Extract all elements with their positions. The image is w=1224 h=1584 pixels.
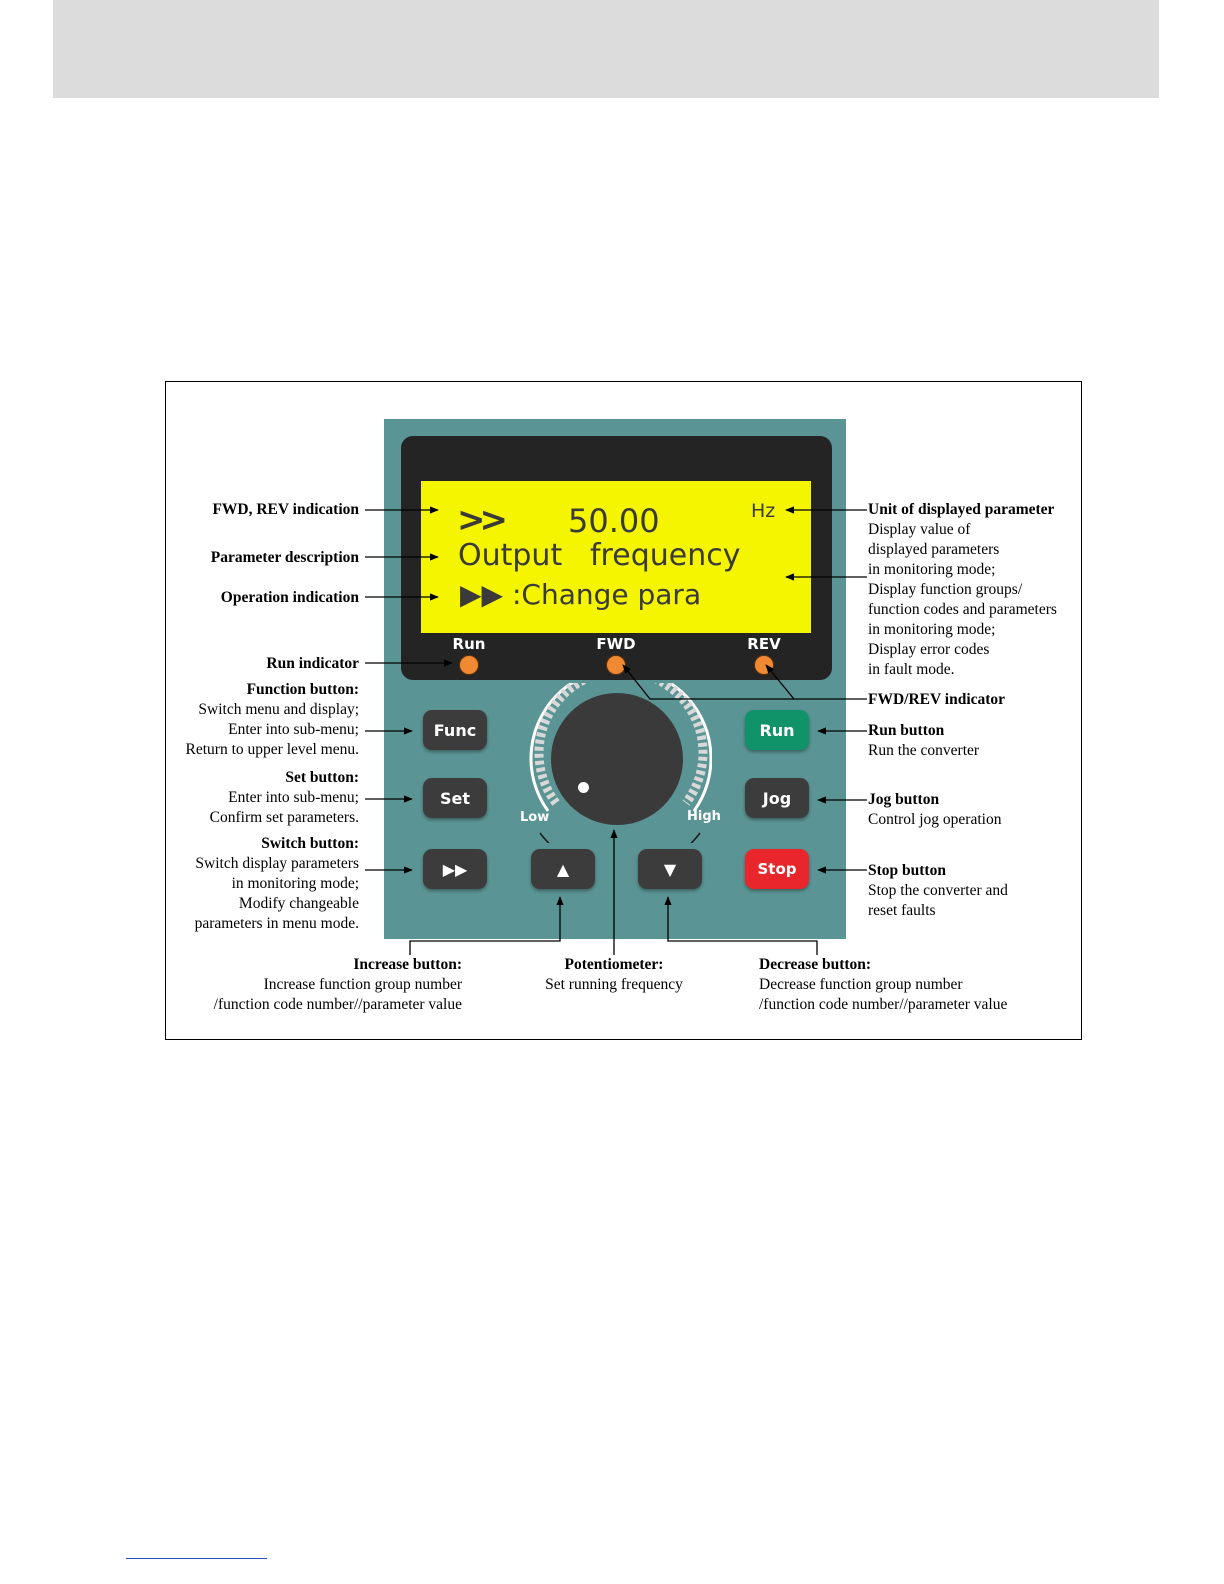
unit-title: Unit of displayed parameter: [868, 501, 1055, 518]
switch-button[interactable]: ▶▶: [423, 849, 487, 889]
fwd-indicator-label: FWD: [596, 635, 636, 653]
figure-frame: [165, 381, 1082, 1040]
lcd-operation: ▶▶ :Change para: [460, 578, 702, 611]
function-button-line: Return to upper level menu.: [185, 741, 359, 758]
function-button-annotation: Function button: Switch menu and display…: [186, 680, 359, 760]
function-button-line: Switch menu and display;: [198, 701, 359, 718]
decrease-line: Decrease function group number: [759, 976, 963, 993]
set-button-annotation: Set button: Enter into sub-menu; Confirm…: [210, 768, 359, 828]
func-button[interactable]: Func: [423, 710, 487, 750]
footer-rule: [126, 1558, 267, 1559]
run-button-annotation: Run button Run the converter: [868, 721, 979, 761]
switch-button-line: Modify changeable: [238, 895, 359, 912]
display-line: displayed parameters: [868, 541, 1000, 558]
lcd-unit: Hz: [751, 500, 776, 522]
jog-button-annotation: Jog button Control jog operation: [868, 790, 1001, 830]
page-header-band: [53, 0, 1159, 98]
set-button-title: Set button:: [285, 769, 359, 786]
stop-button-annotation: Stop button Stop the converter and reset…: [868, 861, 1008, 921]
potentiometer-low-label: Low: [520, 810, 550, 825]
jog-button-title: Jog button: [868, 791, 940, 808]
stop-button[interactable]: Stop: [745, 849, 809, 889]
run-indicator-led: [459, 655, 479, 675]
function-button-line: Enter into sub-menu;: [228, 721, 359, 738]
stop-button-line: Stop the converter and: [868, 882, 1008, 899]
potentiometer-desc: Set running frequency: [545, 976, 683, 993]
increase-button[interactable]: ▲: [531, 849, 595, 889]
label-parameter-description: Parameter description: [210, 549, 359, 566]
run-button-desc: Run the converter: [868, 742, 980, 759]
decrease-button[interactable]: ▼: [638, 849, 702, 889]
jog-button[interactable]: Jog: [745, 778, 809, 818]
set-button[interactable]: Set: [423, 778, 487, 818]
increase-line: Increase function group number: [263, 976, 462, 993]
display-line: in monitoring mode;: [868, 561, 996, 578]
run-indicator-label: Run: [452, 635, 486, 653]
rev-indicator-label: REV: [747, 635, 781, 653]
decrease-title: Decrease button:: [759, 956, 872, 973]
display-line: in monitoring mode;: [868, 621, 996, 638]
display-line: function codes and parameters: [868, 601, 1057, 618]
lcd-screen: [421, 481, 811, 633]
increase-button-annotation: Increase button: Increase function group…: [214, 955, 462, 1015]
knob-indicator-dot: [578, 782, 589, 793]
potentiometer-scale: [529, 683, 712, 843]
stop-button-title: Stop button: [868, 862, 946, 879]
run-button[interactable]: Run: [745, 710, 809, 750]
potentiometer-title: Potentiometer:: [564, 956, 664, 973]
switch-button-line: Switch display parameters: [195, 855, 359, 872]
increase-line: /function code number//parameter value: [213, 996, 462, 1013]
stop-button-line: reset faults: [868, 902, 936, 919]
switch-button-annotation: Switch button: Switch display parameters…: [195, 834, 359, 934]
set-button-line: Enter into sub-menu;: [228, 789, 359, 806]
potentiometer-knob[interactable]: [551, 693, 683, 825]
switch-button-title: Switch button:: [261, 835, 359, 852]
potentiometer-annotation: Potentiometer: Set running frequency: [538, 955, 690, 995]
label-fwd-rev-indicator: FWD/REV indicator: [868, 691, 1006, 708]
display-line: in fault mode.: [868, 661, 955, 678]
lcd-direction-symbol: >>: [457, 500, 508, 540]
label-operation-indication: Operation indication: [220, 589, 359, 606]
display-annotation: Unit of displayed parameter Display valu…: [868, 500, 1057, 680]
switch-button-line: parameters in menu mode.: [194, 915, 359, 932]
run-button-title: Run button: [868, 722, 945, 739]
potentiometer-high-label: High: [687, 809, 721, 824]
label-fwd-rev-indication: FWD, REV indication: [212, 501, 359, 518]
display-line: Display function groups/: [868, 581, 1023, 598]
label-run-indicator: Run indicator: [266, 655, 359, 672]
lcd-description-word1: Output: [458, 538, 563, 573]
switch-button-line: in monitoring mode;: [231, 875, 359, 892]
increase-title: Increase button:: [353, 956, 462, 973]
decrease-line: /function code number//parameter value: [759, 996, 1008, 1013]
jog-button-desc: Control jog operation: [868, 811, 1002, 828]
display-line: Display value of: [868, 521, 971, 538]
lcd-description-word2: frequency: [590, 538, 741, 573]
decrease-button-annotation: Decrease button: Decrease function group…: [759, 955, 1007, 1015]
display-line: Display error codes: [868, 641, 990, 658]
function-button-title: Function button:: [246, 681, 359, 698]
set-button-line: Confirm set parameters.: [209, 809, 359, 826]
lcd-value: 50.00: [568, 502, 660, 540]
